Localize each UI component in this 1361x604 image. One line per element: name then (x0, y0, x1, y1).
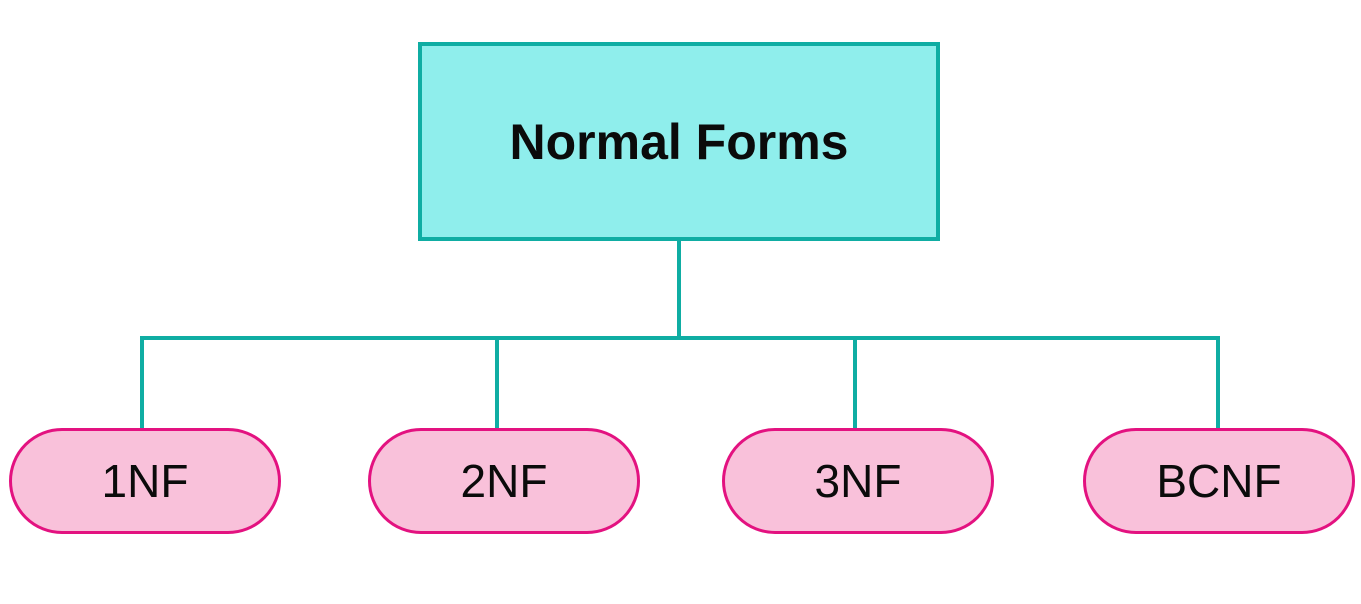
child-node-bcnf: BCNF (1083, 428, 1355, 534)
child-node-2nf-label: 2NF (460, 455, 548, 507)
child-node-1nf-label: 1NF (101, 455, 189, 507)
child-node-3nf: 3NF (722, 428, 994, 534)
bus-line-with-end-drops (140, 336, 1220, 430)
child-node-1nf: 1NF (9, 428, 281, 534)
child-node-bcnf-label: BCNF (1156, 455, 1282, 507)
root-node-normal-forms: Normal Forms (418, 42, 940, 241)
root-node-label: Normal Forms (509, 113, 849, 170)
child-node-3nf-label: 3NF (814, 455, 902, 507)
child-node-2nf: 2NF (368, 428, 640, 534)
